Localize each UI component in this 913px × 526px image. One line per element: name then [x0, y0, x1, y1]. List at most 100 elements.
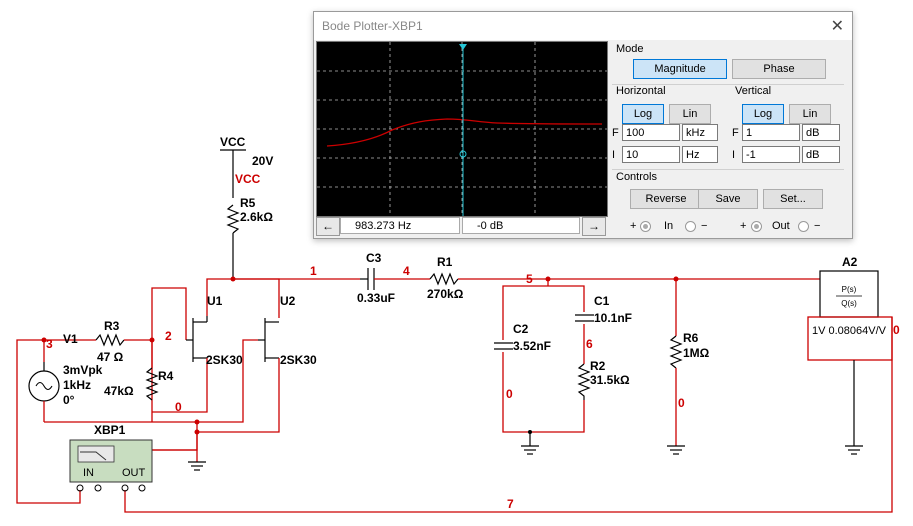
- r6-name: R6: [683, 331, 699, 345]
- out-plus-label: +: [740, 220, 747, 232]
- vertical-initial-unit[interactable]: dB: [802, 146, 840, 163]
- horizontal-initial-input[interactable]: 10: [622, 146, 680, 163]
- out-minus-label: −: [814, 220, 821, 232]
- phase-button[interactable]: Phase: [732, 59, 826, 79]
- xbp-in-minus-terminal[interactable]: [94, 484, 102, 492]
- vcc-title: VCC: [220, 135, 246, 149]
- vertical-final-input[interactable]: 1: [742, 124, 800, 141]
- set-button[interactable]: Set...: [763, 189, 823, 209]
- net-4-label: 4: [403, 264, 410, 278]
- horizontal-initial-unit[interactable]: Hz: [682, 146, 718, 163]
- a2-outline: [807, 316, 893, 361]
- net-3-label: 3: [46, 337, 53, 351]
- magnitude-button[interactable]: Magnitude: [633, 59, 727, 79]
- reverse-button[interactable]: Reverse: [630, 189, 702, 209]
- a2-denominator: Q(s): [841, 299, 857, 308]
- vertical-label: Vertical: [735, 85, 772, 97]
- close-icon[interactable]: ✕: [830, 18, 844, 35]
- xbp-in-plus-terminal[interactable]: [76, 484, 84, 492]
- bode-mini-icon: [80, 451, 107, 461]
- v1-phase: 0°: [63, 393, 75, 407]
- net-7-label: 7: [507, 497, 514, 511]
- filter-loop: [502, 279, 585, 433]
- xbp-out-minus-terminal[interactable]: [138, 484, 146, 492]
- r4-value: 47kΩ: [104, 384, 134, 398]
- r5-resistor[interactable]: [226, 204, 240, 234]
- in-minus-label: −: [701, 220, 708, 232]
- vertical-i-label: I: [732, 149, 736, 161]
- cursor-point: [459, 150, 467, 158]
- magnitude-readout: -0 dB: [462, 217, 580, 234]
- c1-value: 10.1nF: [594, 311, 632, 325]
- xbp-in-label: IN: [83, 467, 94, 479]
- in-plus-terminal[interactable]: [640, 221, 651, 232]
- r2-resistor[interactable]: [577, 363, 591, 400]
- save-button[interactable]: Save: [698, 189, 758, 209]
- sine-icon: [35, 381, 53, 391]
- net-0c-label: 0: [506, 387, 513, 401]
- r2-value: 31.5kΩ: [590, 373, 630, 387]
- vertical-initial-input[interactable]: -1: [742, 146, 800, 163]
- r1-resistor[interactable]: [429, 272, 459, 286]
- u2-drain-wire: [233, 278, 280, 318]
- magnitude-trace: [326, 118, 603, 147]
- controls-label: Controls: [616, 171, 657, 183]
- c3-value: 0.33uF: [357, 291, 395, 305]
- r2-name: R2: [590, 359, 606, 373]
- xbp-out-plus-terminal[interactable]: [121, 484, 129, 492]
- r6-resistor[interactable]: [669, 335, 683, 369]
- junction-gnd: [194, 419, 200, 425]
- xbp-out-label: OUT: [122, 467, 146, 479]
- net-6-label: 6: [586, 337, 593, 351]
- c1-name: C1: [594, 294, 610, 308]
- c3-name: C3: [366, 251, 382, 265]
- r3-value: 47 Ω: [97, 350, 124, 364]
- bode-plotter-window: Bode Plotter-XBP1 ✕ ← 983.273 Hz -0 dB →…: [313, 11, 853, 239]
- out-label: Out: [772, 220, 790, 232]
- in-plus-label: +: [630, 220, 637, 232]
- bode-plot-area[interactable]: [316, 41, 608, 217]
- u2-source-wire: [197, 358, 280, 433]
- horizontal-label: Horizontal: [616, 85, 666, 97]
- r4-resistor[interactable]: [145, 367, 159, 401]
- net-0a-label: 0: [175, 400, 182, 414]
- cursor-right-button[interactable]: →: [582, 217, 606, 236]
- r4-name: R4: [158, 369, 174, 383]
- in-minus-terminal[interactable]: [685, 221, 696, 232]
- a2-numerator: P(s): [842, 285, 857, 294]
- title-bar[interactable]: Bode Plotter-XBP1 ✕: [314, 12, 852, 40]
- vcc-voltage: 20V: [252, 154, 273, 168]
- frequency-readout: 983.273 Hz: [340, 217, 460, 234]
- net-0e-label: 0: [893, 323, 900, 337]
- horizontal-log-button[interactable]: Log: [622, 104, 664, 124]
- horizontal-final-unit[interactable]: kHz: [682, 124, 718, 141]
- xbp-name: XBP1: [94, 423, 126, 437]
- horizontal-i-label: I: [612, 149, 616, 161]
- a2-value: 1V 0.08064V/V: [812, 325, 887, 337]
- net-0d-label: 0: [678, 396, 685, 410]
- net-1-label: 1: [310, 264, 317, 278]
- cursor-left-button[interactable]: ←: [316, 217, 340, 236]
- out-plus-terminal[interactable]: [751, 221, 762, 232]
- r6-value: 1MΩ: [683, 346, 710, 360]
- vertical-lin-button[interactable]: Lin: [789, 104, 831, 124]
- junction-filter-gnd: [528, 430, 532, 434]
- a2-name: A2: [842, 255, 858, 269]
- horizontal-final-input[interactable]: 100: [622, 124, 680, 141]
- vertical-log-button[interactable]: Log: [742, 104, 784, 124]
- vertical-final-unit[interactable]: dB: [802, 124, 840, 141]
- cursor-marker-icon[interactable]: [459, 44, 467, 50]
- u1-label: U1: [207, 294, 223, 308]
- v1-frequency: 1kHz: [63, 378, 91, 392]
- u2-gate-wire: [197, 339, 258, 423]
- xbp-screen: [77, 445, 115, 463]
- r3-resistor[interactable]: [95, 333, 125, 347]
- c2-name: C2: [513, 322, 529, 336]
- xbp-in-wire: [16, 339, 81, 504]
- horizontal-lin-button[interactable]: Lin: [669, 104, 711, 124]
- out-minus-terminal[interactable]: [798, 221, 809, 232]
- window-title: Bode Plotter-XBP1: [322, 19, 423, 33]
- a2-block[interactable]: [819, 270, 879, 318]
- u2-part: 2SK30: [280, 353, 317, 367]
